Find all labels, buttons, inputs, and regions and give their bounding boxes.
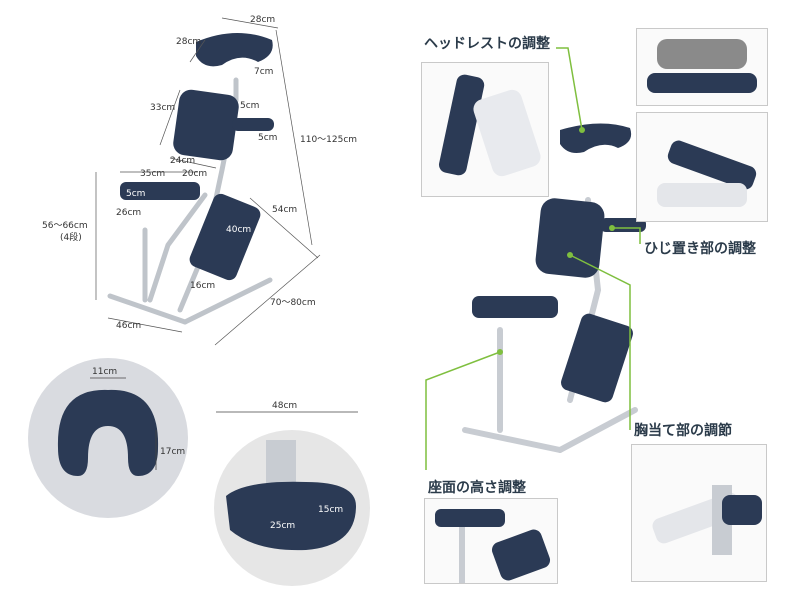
dim-head-gap: 7cm	[254, 67, 273, 77]
dim-base-length: 70〜80cm	[270, 298, 316, 308]
dim-seat-width: 35cm	[140, 169, 165, 179]
dim-chest-gap: 5cm	[240, 101, 259, 111]
dimension-lines	[95, 17, 321, 346]
dim-seat-depth: 26cm	[116, 208, 141, 218]
label-seat: 座面の高さ調整	[428, 479, 527, 496]
dim-seat-height: 56〜66cm	[42, 221, 88, 231]
knee-pad	[189, 193, 261, 281]
headrest-pad	[196, 32, 273, 67]
dim-knee-width: 16cm	[190, 281, 215, 291]
dim-knee-pad: 40cm	[226, 225, 251, 235]
dim-armrest-total: 48cm	[272, 401, 297, 411]
dimension-diagram: 28cm 28cm 7cm 33cm 5cm 5cm 24cm 110〜125c…	[42, 15, 357, 346]
dim-base-width: 46cm	[116, 321, 141, 331]
seat-pad	[120, 182, 200, 200]
face-cradle-detail: 11cm 17cm	[28, 358, 188, 518]
armrest-photo-angle	[636, 112, 768, 222]
dim-face-height: 17cm	[160, 447, 185, 457]
dim-head-depth: 28cm	[176, 37, 201, 47]
dim-depth: 54cm	[272, 205, 297, 215]
dim-seat-levels: (4段)	[60, 231, 82, 243]
armrest-detail: 48cm 25cm 15cm	[214, 401, 370, 586]
dim-face-width: 11cm	[92, 367, 117, 377]
label-headrest: ヘッドレストの調整	[424, 35, 551, 52]
label-armrest: ひじ置き部の調整	[644, 240, 757, 257]
chest-pad	[173, 89, 239, 161]
dim-arm-gap: 5cm	[258, 133, 277, 143]
dim-seat-thickness: 5cm	[126, 189, 145, 199]
dim-armrest-b: 15cm	[318, 505, 343, 515]
chest-photo	[631, 444, 767, 582]
seat-photo	[424, 498, 558, 584]
armrest-pad	[232, 118, 274, 131]
dim-seat-gap: 20cm	[182, 169, 207, 179]
chair-frame	[107, 77, 273, 325]
dim-head-width: 28cm	[250, 15, 275, 25]
dim-armrest-a: 25cm	[270, 521, 295, 531]
armrest-photo-top	[636, 28, 768, 106]
headrest-photo	[421, 62, 549, 197]
dim-chest-height: 33cm	[150, 103, 175, 113]
dim-total-height: 110〜125cm	[300, 135, 357, 145]
dim-chest-width: 24cm	[170, 156, 195, 166]
